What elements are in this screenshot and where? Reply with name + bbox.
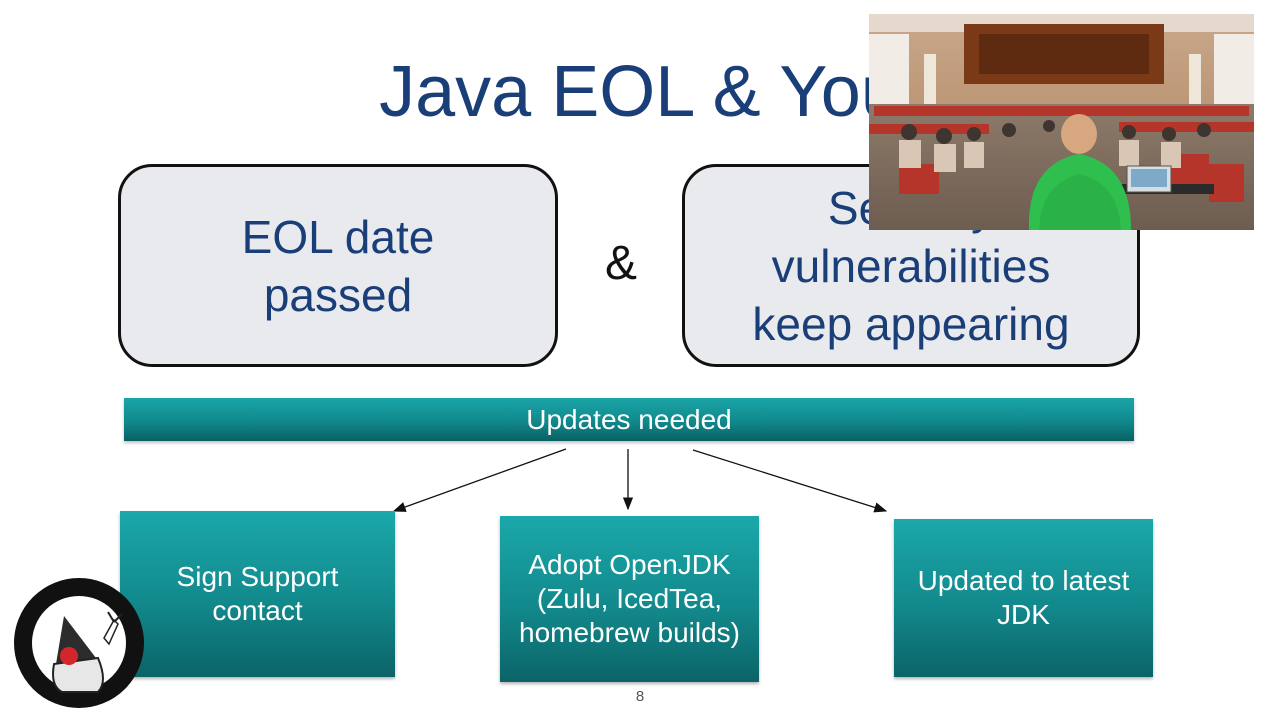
option-adopt-openjdk: Adopt OpenJDK (Zulu, IcedTea, homebrew b… (500, 516, 759, 682)
video-inset[interactable] (869, 14, 1254, 230)
option-latest-jdk-text: Updated to latest JDK (917, 565, 1130, 630)
option-sign-support-text: Sign Support contact (176, 561, 339, 626)
arrow-to-support (392, 448, 567, 512)
option-adopt-openjdk-text: Adopt OpenJDK (Zulu, IcedTea, homebrew b… (519, 549, 740, 648)
option-sign-support: Sign Support contact (120, 511, 395, 677)
arrow-to-latest-jdk (692, 449, 888, 513)
ampersand: & (604, 237, 637, 290)
nighthacker-logo (14, 578, 144, 708)
slide-title: Java EOL & You (379, 52, 901, 132)
auditorium-image (869, 14, 1254, 230)
eol-date-box: EOL date passed (118, 164, 558, 367)
updates-needed-bar: Updates needed (124, 398, 1134, 441)
eol-date-box-text: EOL date passed (241, 210, 435, 321)
option-latest-jdk: Updated to latest JDK (894, 519, 1153, 677)
page-number: 8 (635, 688, 645, 705)
